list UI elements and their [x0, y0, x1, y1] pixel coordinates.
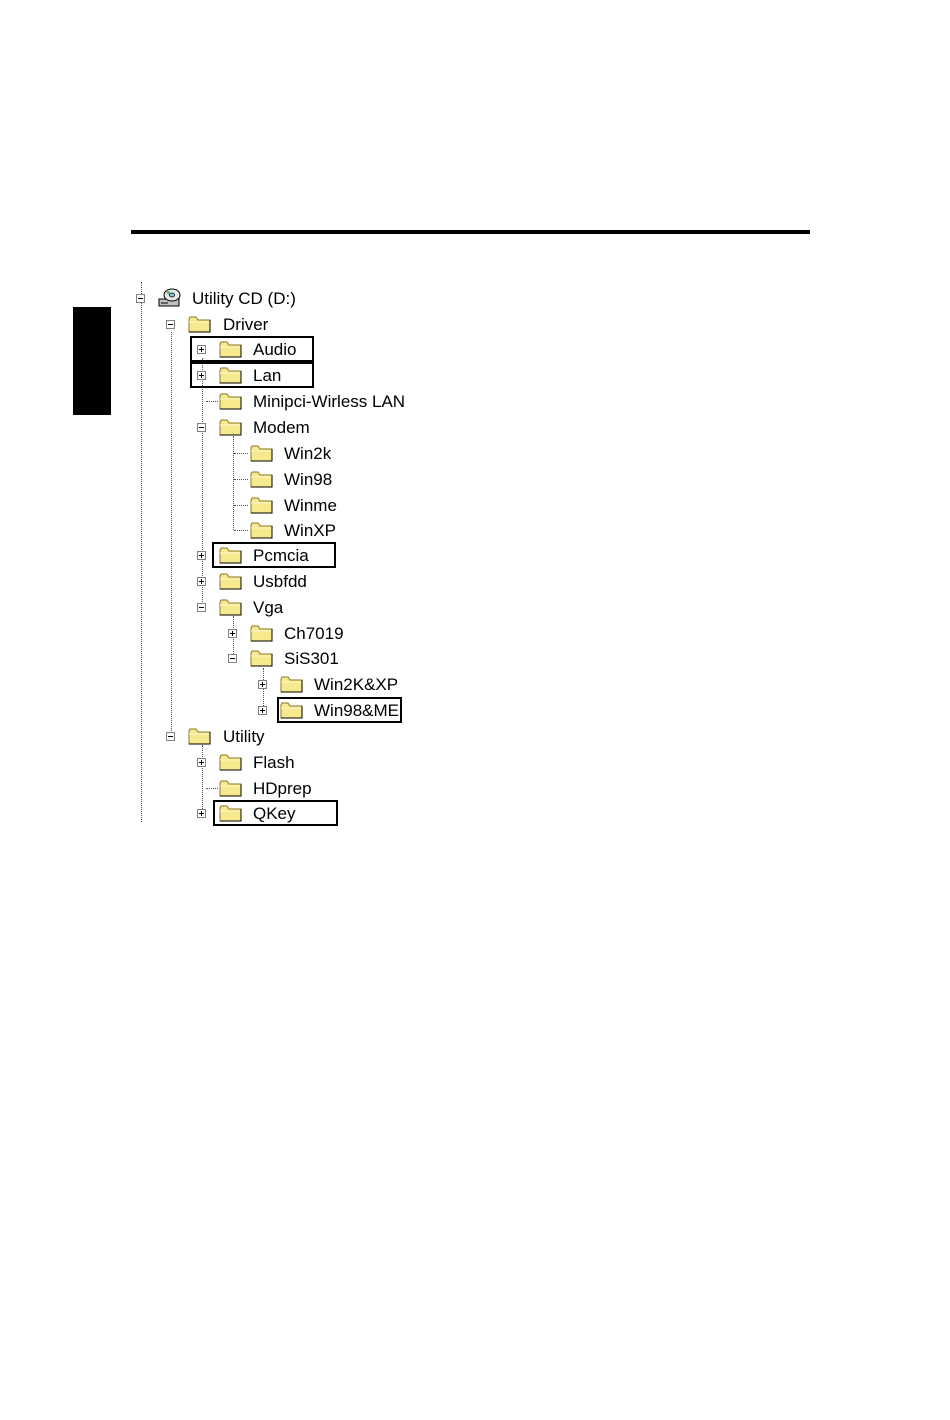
tree-node-winme[interactable]: Winme: [228, 493, 338, 519]
folder-icon: [219, 779, 241, 797]
tree-node-label: Pcmcia: [253, 546, 309, 566]
folder-icon: [250, 649, 272, 667]
tree-guide-line: [141, 282, 142, 822]
tree-node-winxp[interactable]: WinXP: [228, 518, 338, 544]
tree-node-usbfdd[interactable]: Usbfdd: [197, 569, 317, 595]
expand-icon[interactable]: [197, 345, 206, 354]
tree-node-label: SiS301: [284, 649, 339, 669]
tree-node-modem[interactable]: Modem: [197, 415, 317, 441]
tree-node-label: Lan: [253, 366, 281, 386]
tree-node-label: Ch7019: [284, 624, 344, 644]
expand-icon[interactable]: [197, 551, 206, 560]
tree-node-vga[interactable]: Vga: [197, 595, 297, 621]
folder-icon: [188, 315, 210, 333]
folder-icon: [219, 572, 241, 590]
folder-icon: [219, 340, 241, 358]
tree-node-win2kxp[interactable]: Win2K&XP: [258, 672, 408, 698]
tree-node-label: Win2k: [284, 444, 331, 464]
tree-node-win98[interactable]: Win98: [228, 467, 338, 493]
folder-icon: [250, 496, 272, 514]
tree-node-sis301[interactable]: SiS301: [228, 646, 353, 672]
tree-node-hdprep[interactable]: HDprep: [197, 776, 322, 802]
folder-icon: [219, 804, 241, 822]
collapse-icon[interactable]: [136, 294, 145, 303]
folder-icon: [280, 701, 302, 719]
folder-icon: [219, 546, 241, 564]
tree-node-label: Win98&ME: [314, 701, 399, 721]
collapse-icon[interactable]: [166, 320, 175, 329]
cd-drive-icon: [158, 287, 180, 305]
folder-icon: [219, 392, 241, 410]
tree-node-flash[interactable]: Flash: [197, 750, 312, 776]
folder-icon: [219, 418, 241, 436]
tree-node-lan[interactable]: Lan: [197, 363, 312, 389]
collapse-icon[interactable]: [197, 603, 206, 612]
tree-node-win2k[interactable]: Win2k: [228, 441, 338, 467]
tree-node-minipci[interactable]: Minipci-Wirless LAN: [197, 389, 412, 415]
expand-icon[interactable]: [228, 629, 237, 638]
tree-node-driver[interactable]: Driver: [166, 312, 286, 338]
tree-node-label: Minipci-Wirless LAN: [253, 392, 405, 412]
expand-icon[interactable]: [258, 706, 267, 715]
tree-node-label: Usbfdd: [253, 572, 307, 592]
folder-icon: [280, 675, 302, 693]
tree-node-audio[interactable]: Audio: [197, 337, 312, 363]
expand-icon[interactable]: [197, 758, 206, 767]
tree-node-label: QKey: [253, 804, 296, 824]
folder-icon: [188, 727, 210, 745]
folder-icon: [250, 444, 272, 462]
tree-node-label: Audio: [253, 340, 296, 360]
tree-node-label: Winme: [284, 496, 337, 516]
tree-guide-line: [171, 332, 172, 737]
collapse-icon[interactable]: [166, 732, 175, 741]
tree-node-qkey[interactable]: QKey: [197, 801, 332, 827]
tree-node-label: Win2K&XP: [314, 675, 398, 695]
tree-node-label: Win98: [284, 470, 332, 490]
tree-node-label: Utility: [223, 727, 265, 747]
tree-node-win98me[interactable]: Win98&ME: [258, 698, 400, 724]
expand-icon[interactable]: [258, 680, 267, 689]
tree-node-label: Flash: [253, 753, 295, 773]
tree-node-label: Vga: [253, 598, 283, 618]
collapse-icon[interactable]: [197, 423, 206, 432]
expand-icon[interactable]: [197, 577, 206, 586]
folder-icon: [250, 470, 272, 488]
folder-icon: [219, 753, 241, 771]
tree-node-utility[interactable]: Utility: [166, 724, 286, 750]
folder-icon: [219, 366, 241, 384]
folder-icon: [250, 521, 272, 539]
folder-icon: [219, 598, 241, 616]
tree-node-pcmcia[interactable]: Pcmcia: [197, 543, 332, 569]
tree-node-label: Driver: [223, 315, 268, 335]
tree-node-label: Utility CD (D:): [192, 289, 296, 309]
folder-icon: [250, 624, 272, 642]
tree-node-utility-cd[interactable]: Utility CD (D:): [136, 286, 316, 312]
expand-icon[interactable]: [197, 371, 206, 380]
tree-node-label: WinXP: [284, 521, 336, 541]
expand-icon[interactable]: [197, 809, 206, 818]
tree-node-label: Modem: [253, 418, 310, 438]
tree-node-ch7019[interactable]: Ch7019: [228, 621, 353, 647]
collapse-icon[interactable]: [228, 654, 237, 663]
tree-node-label: HDprep: [253, 779, 312, 799]
